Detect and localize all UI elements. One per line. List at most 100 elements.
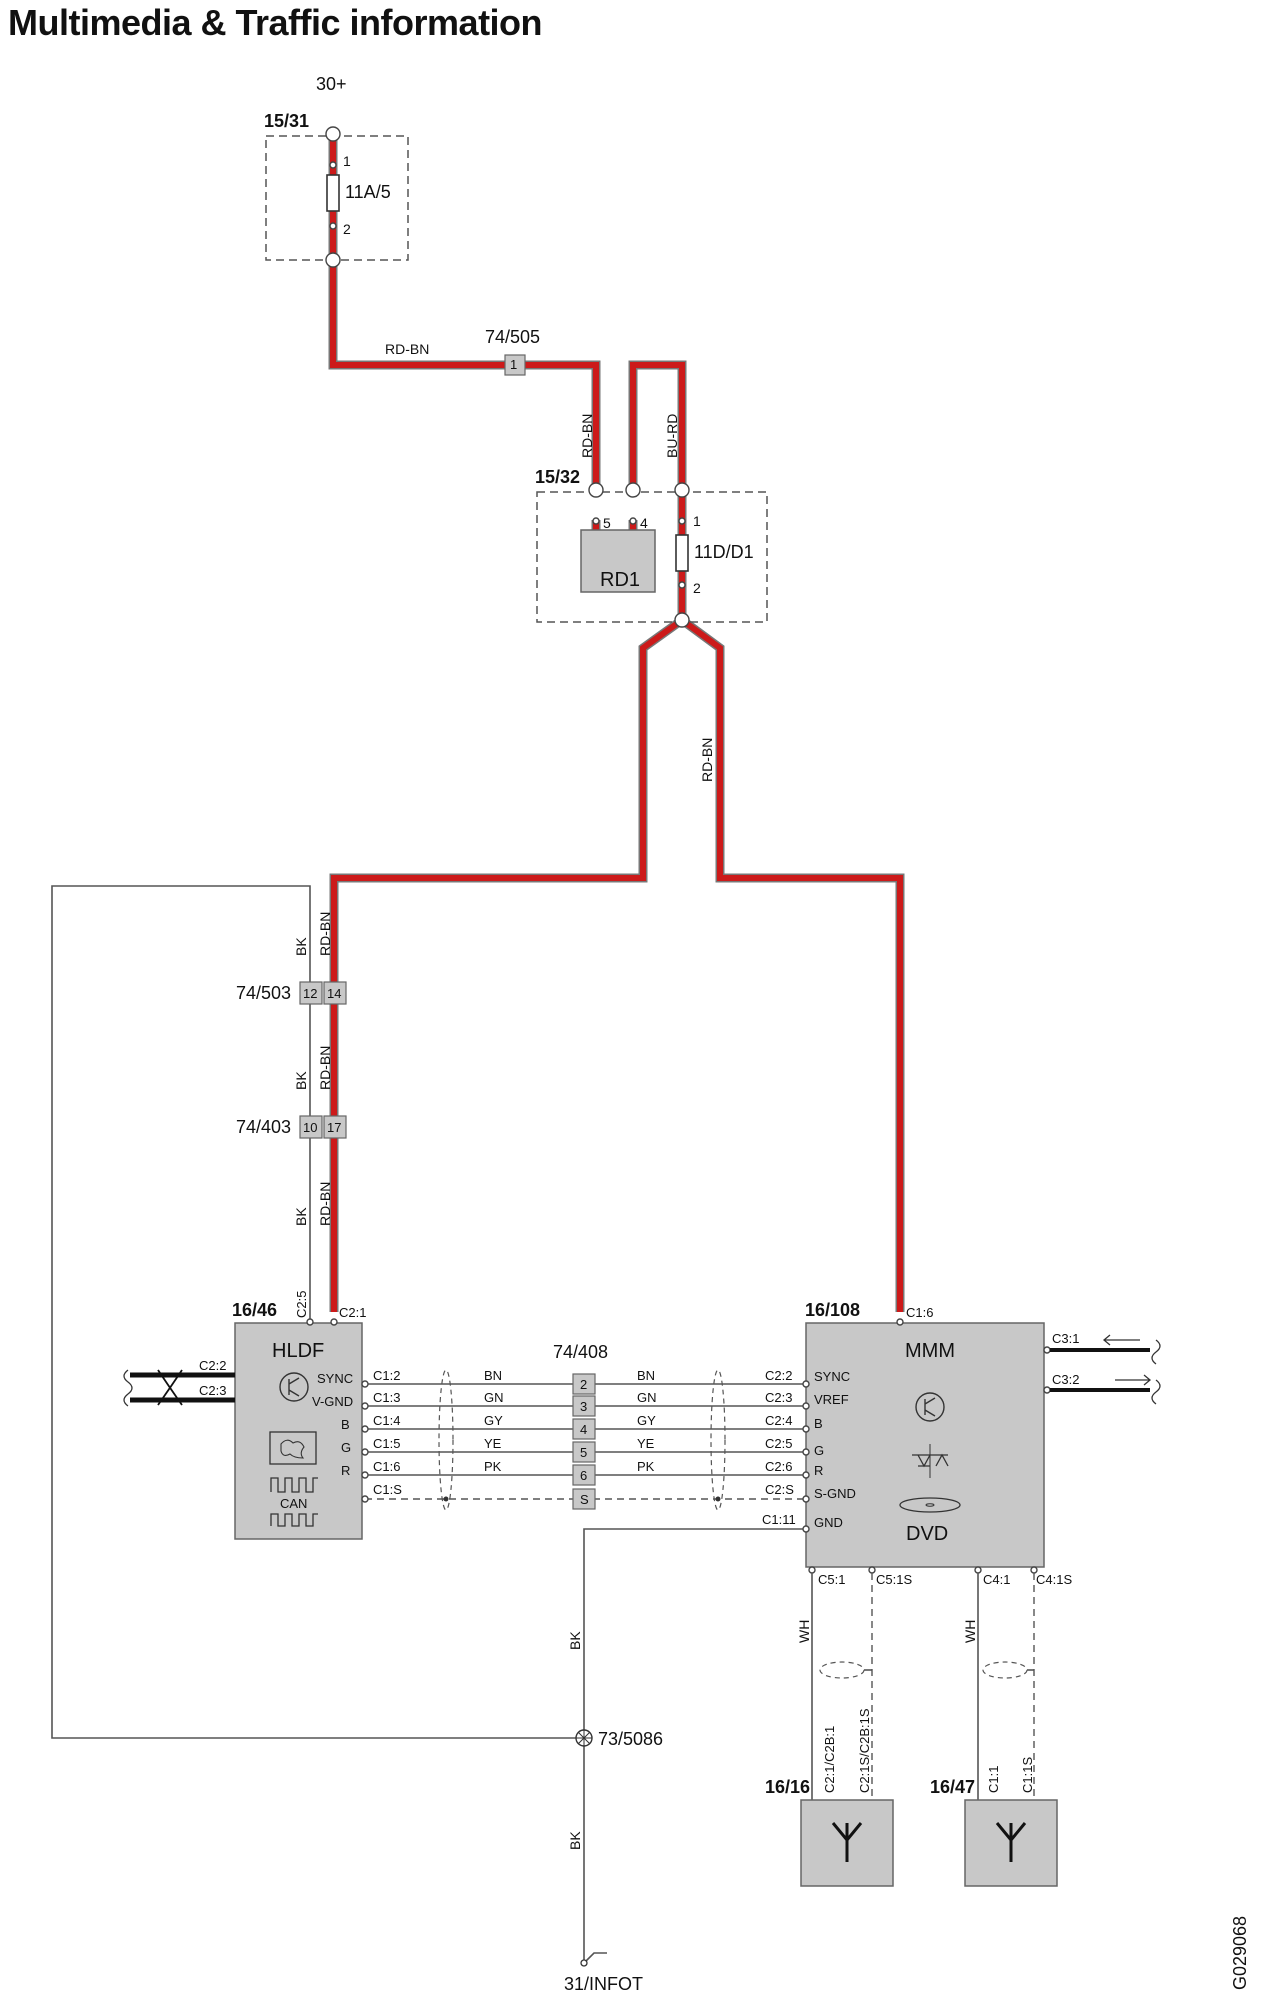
svg-text:RD-BN: RD-BN [699, 738, 715, 782]
fusebox-a-label: 15/31 [264, 111, 309, 131]
svg-text:BK: BK [567, 1631, 583, 1650]
antenna-wiring: WH WH [796, 1573, 1035, 1800]
power-wiring [328, 133, 905, 1312]
svg-text:BN: BN [484, 1368, 502, 1383]
svg-text:2: 2 [693, 580, 701, 596]
svg-text:B: B [814, 1416, 823, 1431]
svg-text:C2:5: C2:5 [294, 1291, 309, 1318]
svg-text:16/16: 16/16 [765, 1777, 810, 1797]
svg-text:C1:6: C1:6 [906, 1305, 933, 1320]
svg-text:YE: YE [637, 1436, 655, 1451]
svg-text:C1:3: C1:3 [373, 1390, 400, 1405]
svg-text:74/505: 74/505 [485, 327, 540, 347]
wire-bu-rd [630, 362, 685, 488]
svg-text:2: 2 [580, 1377, 587, 1392]
svg-text:C2:1S/C2B:1S: C2:1S/C2B:1S [857, 1708, 872, 1793]
svg-text:MMM: MMM [905, 1340, 955, 1362]
ground-terminal-31-infot: 31/INFOT [564, 1959, 643, 1994]
svg-text:C1:5: C1:5 [373, 1436, 400, 1451]
svg-text:HLDF: HLDF [272, 1340, 324, 1362]
svg-text:C1:4: C1:4 [373, 1413, 400, 1428]
module-hldf: 16/46 HLDF C2:5 C2:1 CAN SYNC V-GND B G … [123, 1291, 366, 1540]
svg-text:C2:1: C2:1 [339, 1305, 366, 1320]
svg-text:16/108: 16/108 [805, 1300, 860, 1320]
svg-text:2: 2 [343, 221, 351, 237]
svg-text:C5:1S: C5:1S [876, 1572, 912, 1587]
antenna-16-47: 16/47 C1:1 C1:1S [930, 1757, 1058, 1887]
svg-text:C1:2: C1:2 [373, 1368, 400, 1383]
svg-text:C1:6: C1:6 [373, 1459, 400, 1474]
wire-rd-bn-main [330, 133, 599, 488]
svg-text:4: 4 [640, 515, 648, 531]
svg-text:5: 5 [580, 1445, 587, 1460]
svg-text:3: 3 [580, 1399, 587, 1414]
hldf-feed-labels: BK RD-BN BK RD-BN BK RD-BN [293, 912, 333, 1226]
svg-text:C2:S: C2:S [765, 1482, 794, 1497]
svg-text:S: S [580, 1492, 589, 1507]
svg-text:R: R [341, 1463, 350, 1478]
connector-74-503: 12 14 74/503 [236, 981, 347, 1005]
svg-text:C2:2: C2:2 [199, 1358, 226, 1373]
svg-text:YE: YE [484, 1436, 502, 1451]
svg-text:C5:1: C5:1 [818, 1572, 845, 1587]
svg-text:74/503: 74/503 [236, 983, 291, 1003]
svg-text:PK: PK [637, 1459, 655, 1474]
svg-text:1: 1 [343, 153, 351, 169]
svg-text:GY: GY [637, 1413, 656, 1428]
mmm-right-arrows [1102, 1334, 1161, 1405]
svg-text:6: 6 [580, 1468, 587, 1483]
antenna-16-16: 16/16 C2:1/C2B:1 C2:1S/C2B:1S [765, 1708, 894, 1887]
map-icon [269, 1431, 317, 1465]
svg-text:C3:2: C3:2 [1052, 1372, 1079, 1387]
svg-text:BK: BK [293, 1071, 309, 1090]
antenna-icon [831, 1822, 863, 1862]
svg-text:GN: GN [637, 1390, 657, 1405]
hldf-can-twisted-pair: C2:2 C2:3 [123, 1358, 235, 1407]
svg-text:BK: BK [293, 1207, 309, 1226]
svg-text:11D/D1: 11D/D1 [694, 542, 754, 562]
svg-text:C2:5: C2:5 [765, 1436, 792, 1451]
svg-text:RD1: RD1 [600, 569, 640, 591]
svg-text:B: B [341, 1417, 350, 1432]
relay-rd1 [580, 529, 656, 593]
svg-text:C1:1: C1:1 [986, 1766, 1001, 1793]
document-code: G029068 [1230, 1916, 1250, 1990]
svg-text:C2:4: C2:4 [765, 1413, 792, 1428]
fusebox-15-32: 15/32 RD1 5 4 11D/D1 1 2 RD-BN [535, 467, 768, 782]
svg-text:PK: PK [484, 1459, 502, 1474]
svg-text:WH: WH [796, 1620, 812, 1643]
svg-text:C2:1/C2B:1: C2:1/C2B:1 [822, 1726, 837, 1793]
svg-text:RD-BN: RD-BN [317, 1182, 333, 1226]
svg-text:WH: WH [962, 1620, 978, 1643]
fuse-11d-d1 [675, 534, 689, 572]
wire-rd-bn-hldf [331, 617, 684, 1312]
svg-text:RD-BN: RD-BN [385, 341, 429, 357]
svg-text:15/32: 15/32 [535, 467, 580, 487]
svg-text:BN: BN [637, 1368, 655, 1383]
fuse-11a-5: 11A/5 1 2 [325, 126, 391, 268]
svg-text:17: 17 [327, 1120, 341, 1135]
svg-text:RD-BN: RD-BN [317, 1046, 333, 1090]
svg-text:1: 1 [693, 513, 701, 529]
svg-text:RD-BN: RD-BN [579, 414, 595, 458]
svg-text:73/5086: 73/5086 [598, 1729, 663, 1749]
svg-text:C1:S: C1:S [373, 1482, 402, 1497]
svg-text:C4:1S: C4:1S [1036, 1572, 1072, 1587]
transistor-icon [279, 1372, 309, 1402]
svg-text:R: R [814, 1463, 823, 1478]
svg-text:SYNC: SYNC [814, 1369, 850, 1384]
svg-text:C2:3: C2:3 [765, 1390, 792, 1405]
connector-74-408: 74/408 2 3 4 5 6 S [553, 1342, 608, 1510]
svg-text:GN: GN [484, 1390, 504, 1405]
svg-text:S-GND: S-GND [814, 1486, 856, 1501]
diode-icon [912, 1444, 949, 1478]
connector-74-403: 10 17 74/403 [236, 1115, 347, 1139]
svg-text:CAN: CAN [280, 1496, 307, 1511]
svg-text:16/47: 16/47 [930, 1777, 975, 1797]
svg-text:C4:1: C4:1 [983, 1572, 1010, 1587]
svg-text:1: 1 [510, 357, 517, 372]
antenna-icon [995, 1822, 1027, 1862]
svg-text:C3:1: C3:1 [1052, 1331, 1079, 1346]
svg-text:74/403: 74/403 [236, 1117, 291, 1137]
